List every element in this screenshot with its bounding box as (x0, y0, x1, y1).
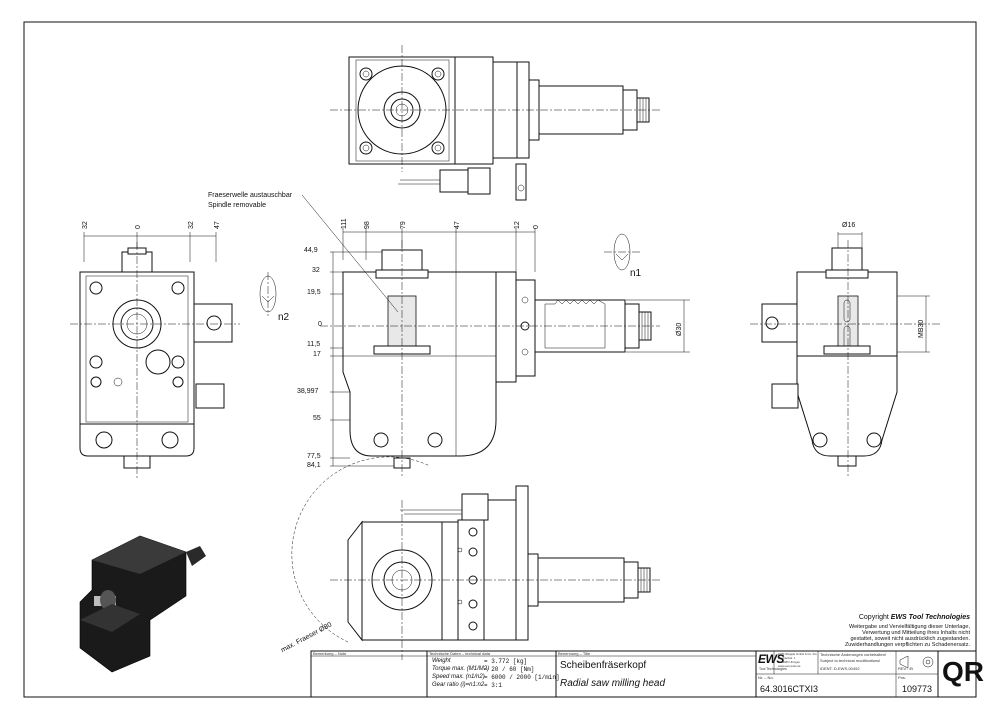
tb-row-label-0: Weight (432, 658, 451, 664)
tb-remark-header: Bemerkung – Note (313, 651, 347, 656)
tb-row-label-1: Torque max. (M1/M2) (432, 666, 490, 672)
dim-mb30: MB30 (918, 319, 925, 338)
company-addr-0: EWS Weigele GmbH & Co. KG (778, 652, 817, 656)
right-side-view (750, 232, 940, 476)
note-line-en: Spindle removable (208, 202, 266, 209)
tb-row-value-2: = 6000 / 2000 [1/min] (484, 674, 560, 681)
copyright-line-3: gestattet, soweit nicht ausdrücklich zug… (850, 636, 970, 642)
dim-98: 98 (364, 221, 371, 229)
dim-19-5: 19,5 (307, 289, 321, 296)
company-logo: EWS (758, 652, 784, 666)
tb-title-de: Scheibenfräserkopf (560, 660, 647, 671)
revision: REV.: /B (898, 666, 913, 671)
company-addr-3: www.ews-tools.de (778, 664, 801, 668)
note-line-de: Fraeserwelle austauschbar (208, 192, 293, 199)
top-view (330, 45, 660, 201)
dim-47: 47 (454, 221, 461, 229)
dim-55: 55 (313, 415, 321, 422)
drawing-number: 109773 (902, 684, 933, 694)
change-note-en: Subject to technical modifications! (820, 658, 881, 663)
qr-marker: QR (942, 656, 984, 687)
dim-17: 17 (313, 351, 321, 358)
dim-12: 12 (514, 221, 521, 229)
isometric-3d-view (79, 535, 206, 673)
dim-44-9: 44,9 (304, 247, 318, 254)
tb-name-header: Benennung – Title (558, 651, 591, 656)
left-dim-0: 0 (135, 225, 142, 229)
left-dim-32-a: 32 (82, 221, 89, 229)
rotation-label-n1: n1 (630, 268, 642, 279)
tb-row-label-3: Gear ratio (i)=n1:n2 (432, 682, 485, 688)
ident-no: IDENT: D-EWS-00492 (820, 666, 860, 671)
tb-row-label-2: Speed max. (n1/n2) (432, 674, 485, 680)
company-addr-2: D-73066 Uhingen (778, 660, 800, 664)
tb-tech-header: Technische Daten – technical data (429, 651, 490, 656)
tb-pos-header: Pos. (898, 675, 907, 680)
rotation-label-n2: n2 (278, 312, 290, 323)
title-block-frame (310, 650, 977, 698)
tb-row-value-1: = 20 / 60 [Nm] (484, 666, 535, 673)
left-dim-32-b: 32 (188, 221, 195, 229)
dim-32: 32 (312, 267, 320, 274)
company-addr-1: Maybachstr. 1 (778, 656, 796, 660)
copyright-line-1: Weitergabe und Vervielfältigung dieser U… (849, 624, 970, 630)
left-side-view (70, 232, 277, 480)
dim-dia16: Ø16 (842, 222, 856, 229)
dim-0-top: 0 (533, 225, 540, 229)
dim-84-1: 84,1 (307, 462, 321, 469)
article-number: 64.3016CTXI3 (760, 684, 819, 694)
left-dim-47: 47 (214, 221, 221, 229)
tb-title-en: Radial saw milling head (560, 678, 666, 689)
copyright-title: Copyright EWS Tool Technologies (858, 614, 970, 621)
tb-nr-header: Nr. – No. (758, 675, 774, 680)
dim-11-5: 11,5 (307, 341, 321, 348)
change-note-de: Technische Änderungen vorbehalten! (820, 652, 887, 657)
dim-79: 79 (400, 221, 407, 229)
dim-dia30: Ø30 (676, 322, 683, 336)
dim-77-5: 77,5 (307, 453, 321, 460)
dim-38-997: 38,997 (297, 388, 319, 395)
copyright-line-2: Verwertung und Mitteilung ihres Inhalts … (862, 630, 970, 636)
tb-row-value-0: = 3.772 [kg] (484, 658, 528, 665)
tb-row-value-3: = 3:1 (484, 682, 503, 689)
bottom-view (291, 456, 660, 660)
front-view (301, 194, 690, 478)
dim-0: 0 (318, 321, 322, 328)
company-sub: Tool Technologies (759, 667, 787, 671)
dim-111: 111 (341, 218, 348, 229)
copyright-line-4: Zuwiderhandlungen verpflichten zu Schade… (844, 642, 970, 648)
